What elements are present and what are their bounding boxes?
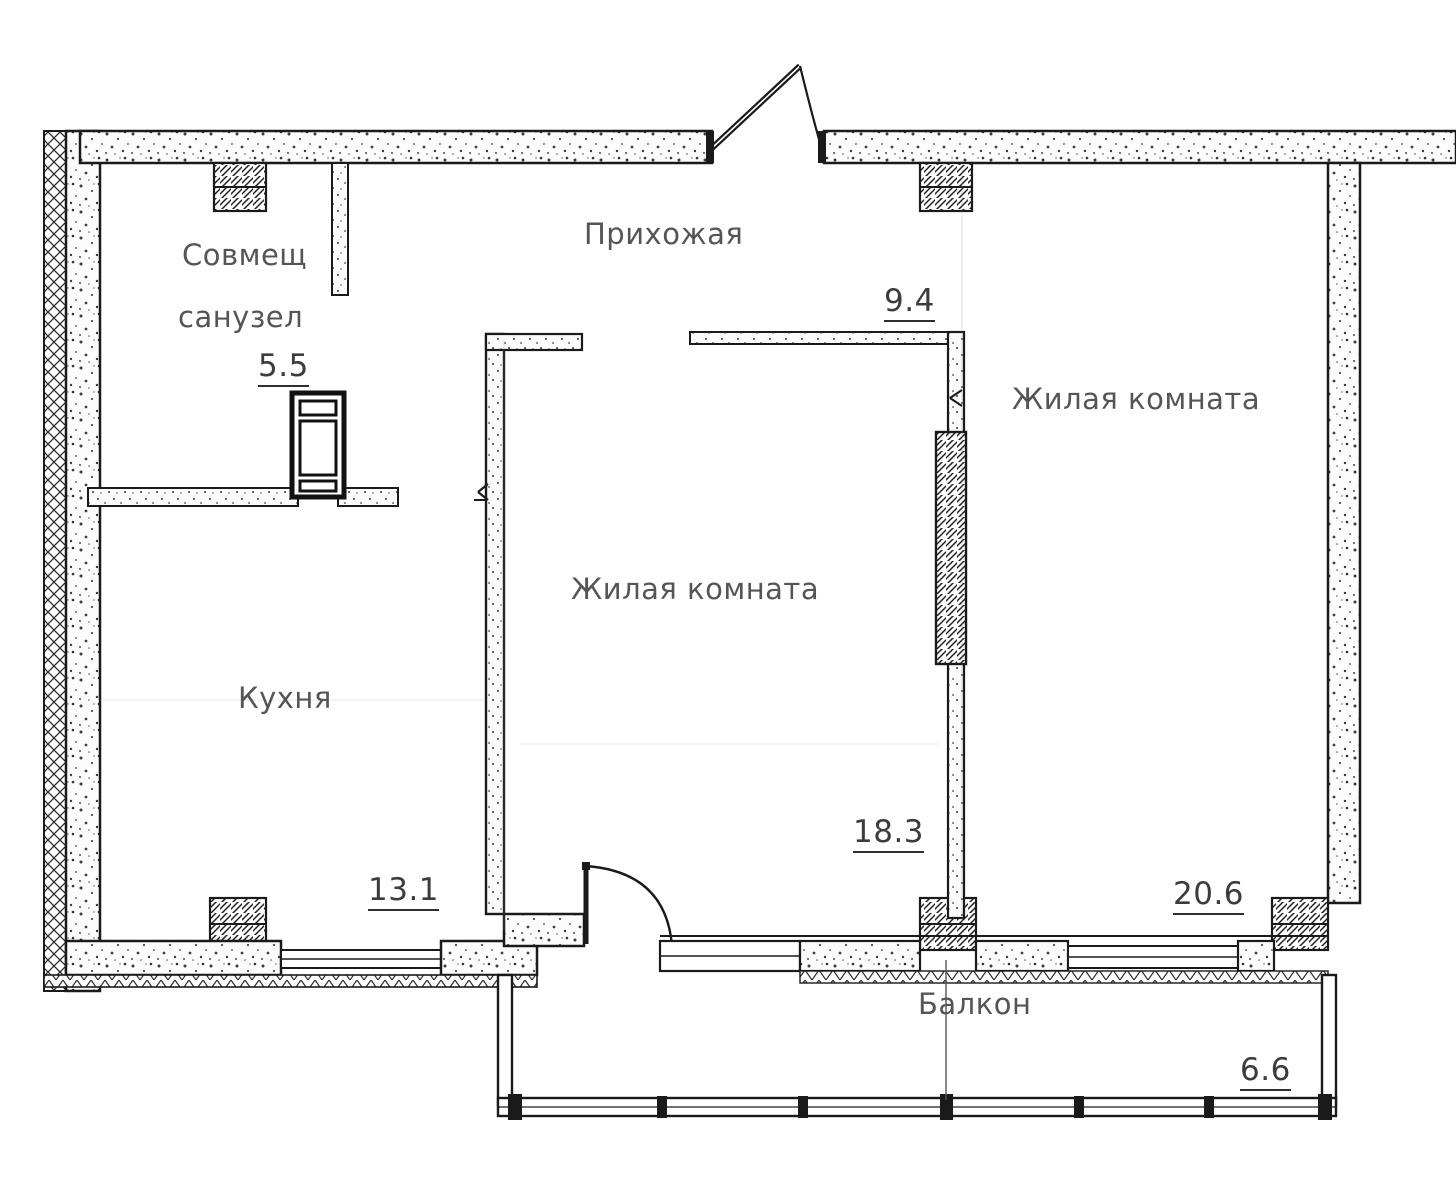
column-bathroom-top [212,161,268,213]
area-label-kitchen: 13.1 [368,872,440,911]
exterior-wall-right [1326,161,1362,905]
partition-kitchen-living [474,332,584,916]
room-label-bathroom-line2: санузел [178,300,304,334]
room-label-hallway: Прихожая [584,217,744,251]
balcony-structure [496,960,1338,1120]
exterior-wall-top-left [78,129,714,165]
area-label-bathroom: 5.5 [258,348,309,387]
exterior-wall-bottom-kitchen [43,912,586,988]
area-label-living-middle: 18.3 [853,814,925,853]
room-label-kitchen: Кухня [238,681,332,715]
room-label-living-right: Жилая комната [1012,382,1261,416]
construction-axis-lines [100,170,963,930]
partition-bathroom-horizontal [87,487,399,507]
exterior-wall-bottom-balcony [658,935,1329,984]
column-hallway-top [918,161,974,213]
area-label-balcony: 6.6 [1240,1052,1291,1091]
exterior-wall-top-right [822,129,1456,165]
exterior-wall-left [43,129,102,993]
partition-hallway-living [689,330,968,920]
partition-bathroom-vertical [331,162,349,296]
column-balcony-right [1270,896,1330,952]
entrance-door [706,63,826,163]
room-label-balcony: Балкон [918,987,1032,1021]
bathtub-fixture [289,390,347,500]
area-label-hallway: 9.4 [884,283,935,322]
area-label-living-right: 20.6 [1173,876,1245,915]
interior-door-living [582,862,674,947]
room-label-living-middle: Жилая комната [571,572,820,606]
room-label-bathroom: Совмещ [182,238,308,272]
